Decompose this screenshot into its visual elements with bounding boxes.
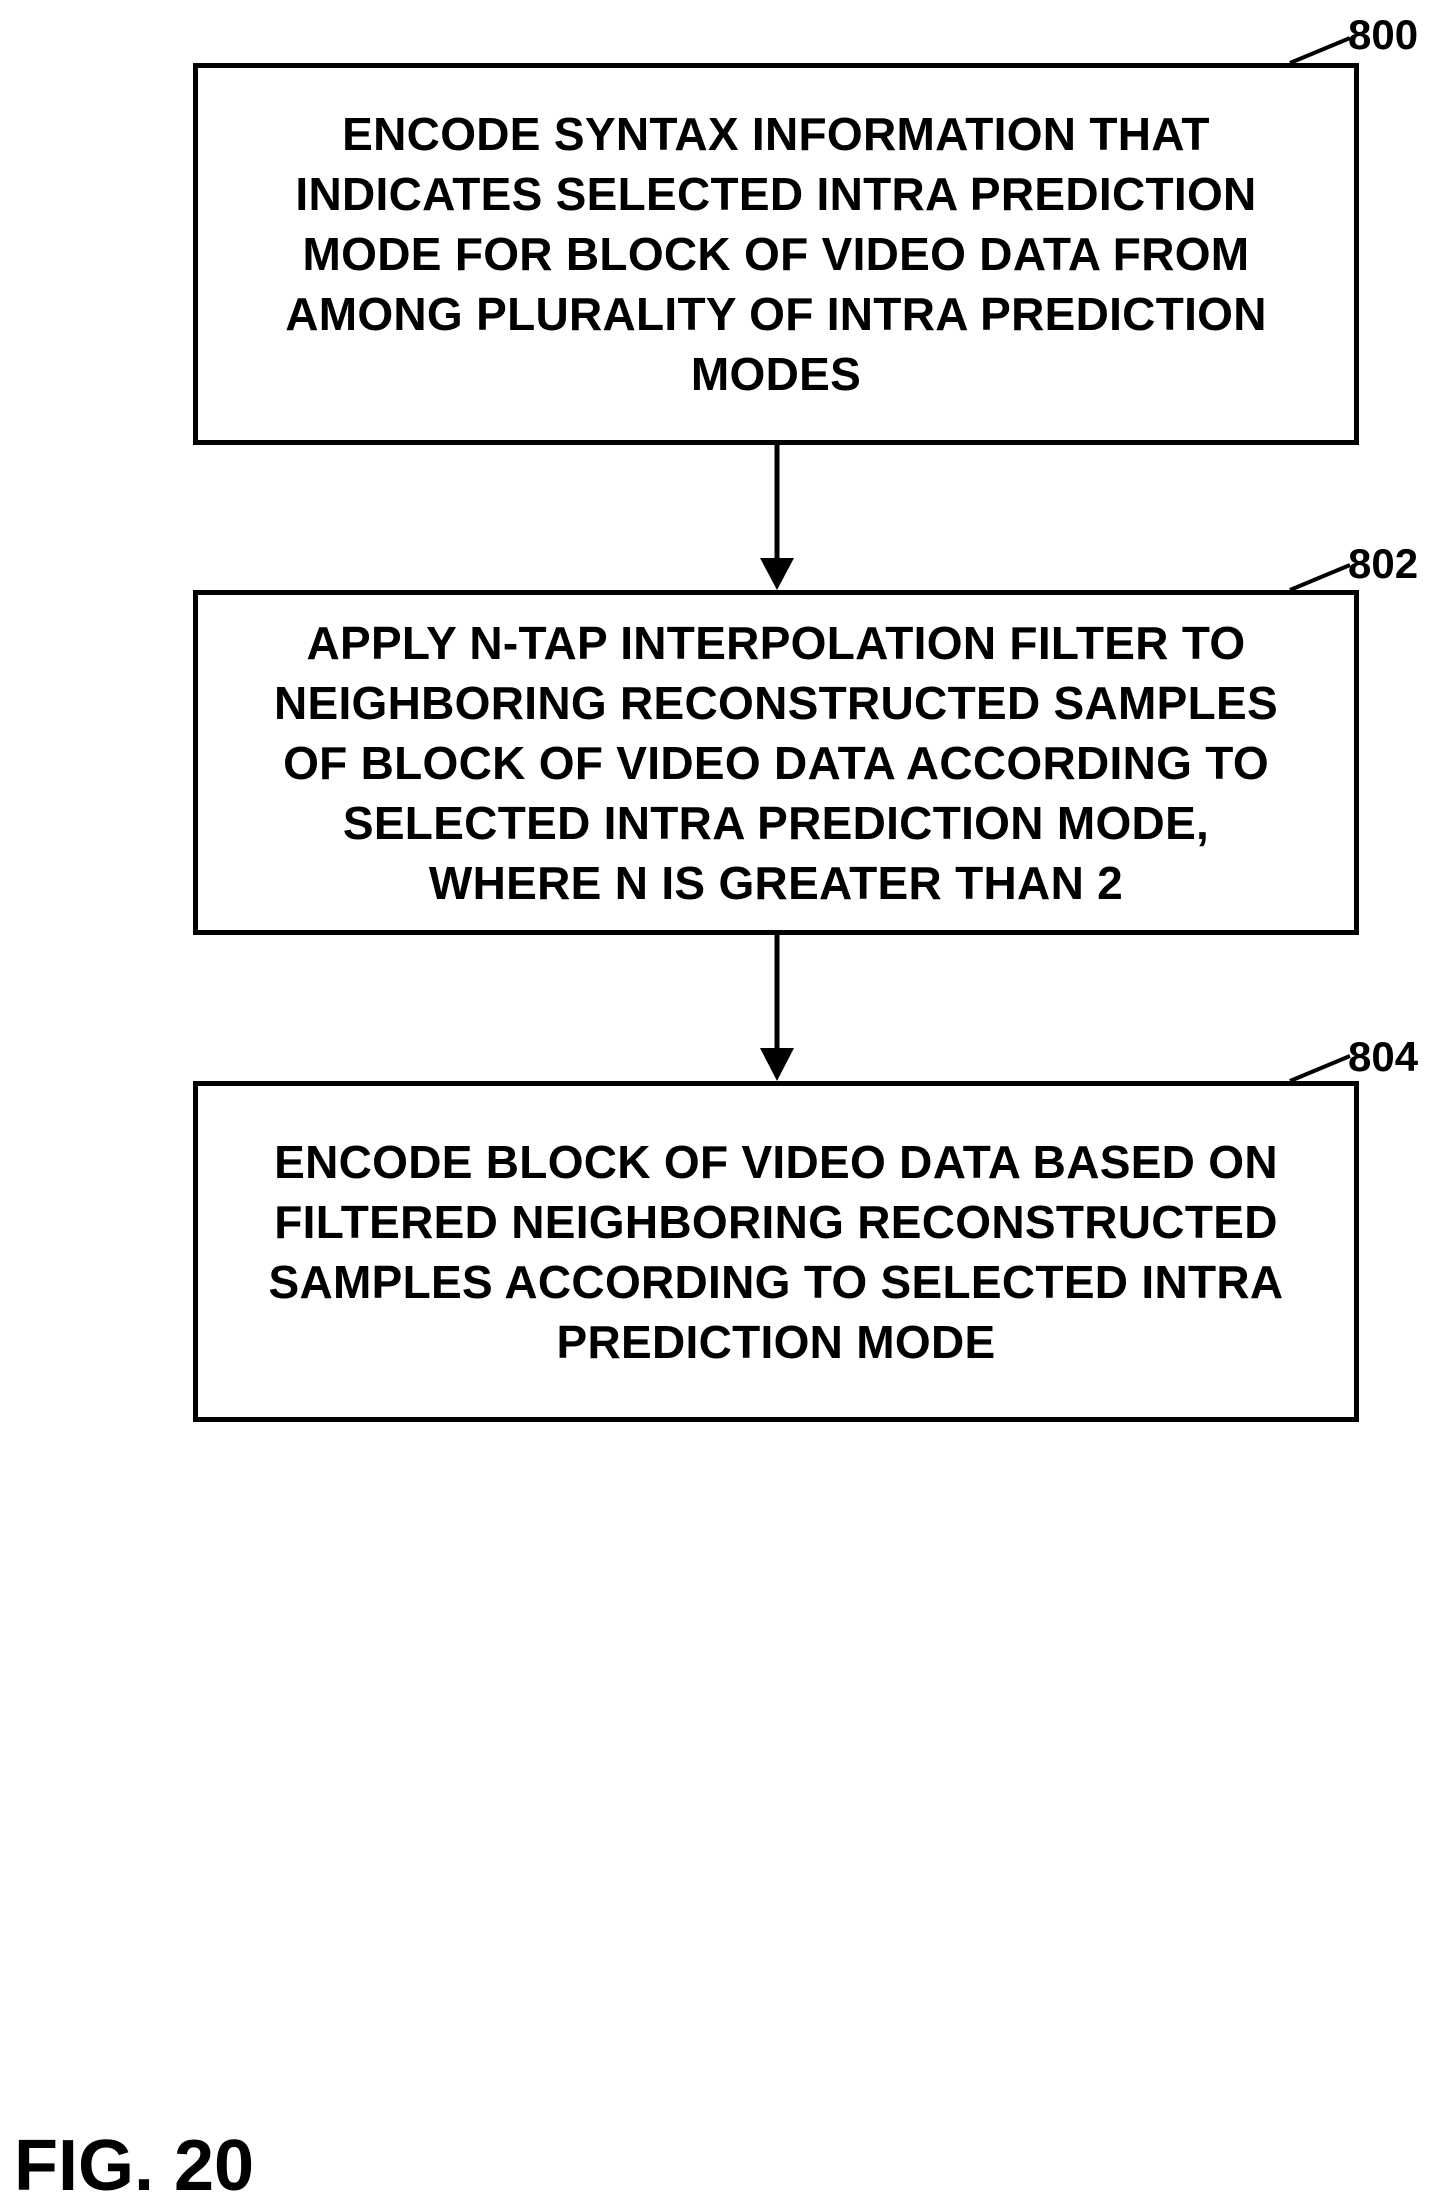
arrow-800-to-802-head	[760, 558, 794, 590]
step-box-804: ENCODE BLOCK OF VIDEO DATA BASED ON FILT…	[193, 1081, 1359, 1422]
step-text-804: ENCODE BLOCK OF VIDEO DATA BASED ON FILT…	[249, 1132, 1304, 1372]
step-text-800: ENCODE SYNTAX INFORMATION THAT INDICATES…	[265, 104, 1287, 404]
reference-numeral-804: 804	[1348, 1036, 1418, 1078]
reference-numeral-802: 802	[1348, 543, 1418, 585]
reference-numeral-800: 800	[1348, 14, 1418, 56]
step-box-800: ENCODE SYNTAX INFORMATION THAT INDICATES…	[193, 63, 1359, 445]
leader-line-800	[1290, 38, 1350, 63]
leader-line-804	[1290, 1056, 1350, 1081]
step-box-802: APPLY N-TAP INTERPOLATION FILTER TO NEIG…	[193, 590, 1359, 935]
arrow-802-to-804-head	[760, 1048, 794, 1081]
step-text-802: APPLY N-TAP INTERPOLATION FILTER TO NEIG…	[254, 613, 1298, 913]
leader-line-802	[1290, 565, 1350, 590]
figure-label: FIG. 20	[14, 2130, 254, 2202]
